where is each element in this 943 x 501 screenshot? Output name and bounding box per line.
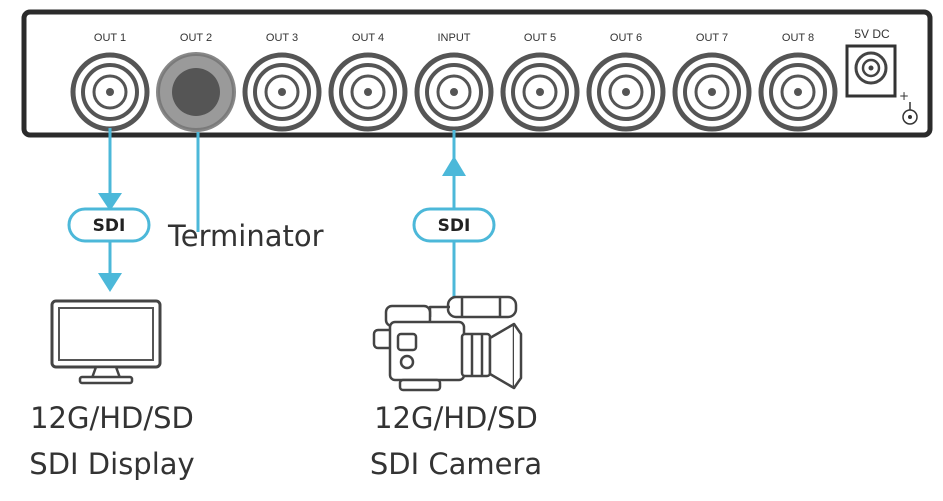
bnc-connector-out5[interactable] <box>500 52 580 132</box>
display-caption-line1: 12G/HD/SD <box>30 401 194 435</box>
port-label-out3: OUT 3 <box>266 32 298 44</box>
camera-caption-line1: 12G/HD/SD <box>374 401 538 435</box>
port-label-out4: OUT 4 <box>352 32 384 44</box>
bnc-connector-out4[interactable] <box>328 52 408 132</box>
terminator-cap[interactable] <box>156 52 236 132</box>
display-sdi-pill <box>67 207 151 243</box>
bnc-connector-out7[interactable] <box>672 52 752 132</box>
display-sdi-label: SDI <box>93 216 126 236</box>
port-label-input: INPUT <box>438 32 471 44</box>
camera-caption-line2: SDI Camera <box>370 447 542 481</box>
port-label-out1: OUT 1 <box>94 32 126 44</box>
bnc-connector-out8[interactable] <box>758 52 838 132</box>
camera-sdi-label: SDI <box>438 216 471 236</box>
terminator-label: Terminator <box>167 219 324 253</box>
port-label-out5: OUT 5 <box>524 32 556 44</box>
display-caption-line2: SDI Display <box>29 447 194 481</box>
polarity-icon: + <box>899 89 918 125</box>
power-label: 5V DC <box>854 27 890 41</box>
port-label-out8: OUT 8 <box>782 32 814 44</box>
bnc-connector-out1[interactable] <box>70 52 150 132</box>
port-label-out7: OUT 7 <box>696 32 728 44</box>
port-label-out6: OUT 6 <box>610 32 642 44</box>
svg-text:+: + <box>899 89 909 103</box>
camcorder-icon <box>372 295 523 392</box>
power-jack[interactable] <box>845 44 897 98</box>
bnc-connector-out6[interactable] <box>586 52 666 132</box>
camera-sdi-pill <box>412 207 496 243</box>
port-label-out2: OUT 2 <box>180 32 212 44</box>
display-cable <box>98 128 122 292</box>
camera-cable <box>442 130 466 300</box>
bnc-connector-input[interactable] <box>414 52 494 132</box>
bnc-connector-out3[interactable] <box>242 52 322 132</box>
monitor-icon <box>50 299 162 385</box>
